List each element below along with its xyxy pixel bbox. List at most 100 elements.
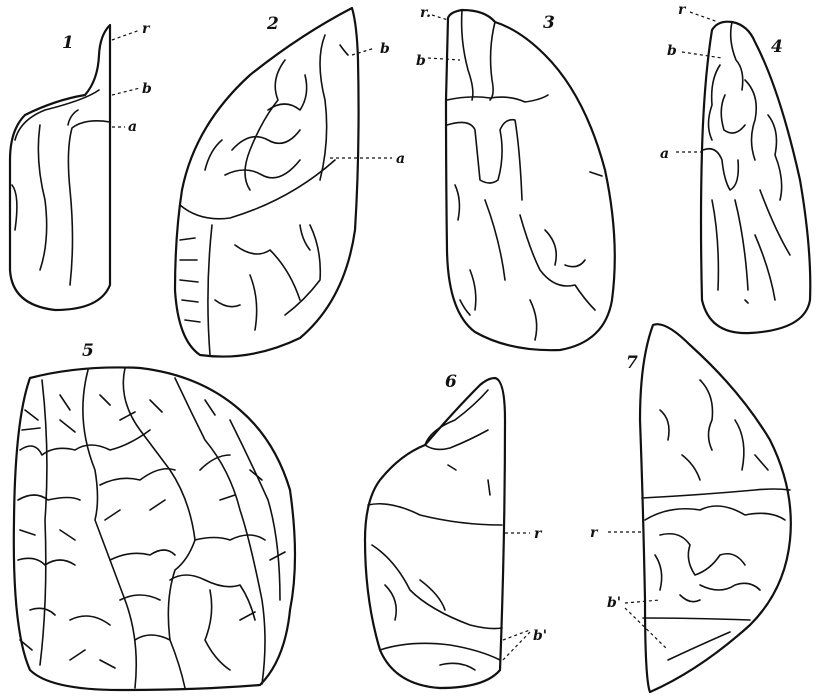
fig4-label-r: r — [678, 2, 687, 18]
fig3-number: 3 — [543, 13, 555, 33]
fig5-groove — [83, 370, 136, 688]
fig2-groove — [180, 238, 200, 322]
fig5-groove — [100, 469, 175, 485]
fig1-groove — [38, 125, 46, 270]
fig6-groove — [372, 545, 502, 629]
fig6-label-b: b' — [533, 628, 547, 644]
fig3-groove — [455, 185, 459, 220]
fig2-outline — [175, 8, 359, 357]
fig4-groove — [755, 235, 775, 300]
fig6-groove — [380, 643, 500, 660]
fig4-groove — [712, 200, 718, 290]
fig7-groove — [668, 632, 730, 660]
fig5-groove — [200, 455, 230, 470]
fig5-groove — [170, 575, 255, 620]
fig6-groove — [448, 465, 456, 470]
fig3-groove — [462, 10, 473, 100]
fig1-label-a: a — [128, 119, 137, 135]
figure-2: 2 b a — [175, 8, 405, 357]
fig4-groove — [721, 95, 745, 133]
fig7-groove — [660, 410, 669, 440]
fig1-groove — [68, 121, 110, 285]
fig3-groove — [470, 270, 476, 310]
fig3-label-r: r. — [420, 5, 431, 21]
fig7-label-r: r — [590, 525, 599, 541]
fig3-groove — [590, 172, 602, 176]
fig2-leader — [352, 48, 375, 55]
fig1-groove — [15, 90, 99, 140]
fig7-groove — [645, 506, 785, 520]
fig7-groove — [643, 618, 750, 620]
figure-1: 1 r b a — [10, 21, 152, 310]
fig7-groove — [682, 455, 700, 480]
fig1-groove — [68, 110, 78, 125]
fig2-groove — [225, 160, 300, 178]
fig5-number: 5 — [82, 341, 94, 361]
fig2-groove — [250, 275, 257, 330]
fig5-groove — [40, 380, 47, 665]
fig4-groove — [703, 149, 738, 190]
fig5-outline — [14, 367, 295, 690]
fig4-groove — [709, 65, 721, 140]
fig4-leader — [682, 52, 722, 58]
fig2-groove — [320, 35, 327, 180]
fig5-groove — [205, 590, 230, 670]
fig4-leader — [690, 12, 718, 22]
fig3-groove — [565, 260, 585, 267]
fig2-groove — [340, 45, 348, 55]
figure-6: 6 r b' — [365, 372, 547, 688]
fig5-groove — [20, 470, 262, 540]
fig6-leader — [503, 630, 530, 660]
fig5-groove — [30, 608, 55, 615]
fig7-outline — [640, 324, 791, 692]
fig5-groove — [135, 635, 170, 640]
fig7-groove — [642, 489, 790, 498]
fig2-groove — [232, 130, 300, 150]
fig7-groove — [660, 534, 745, 575]
figure-3: 3 r. b — [416, 5, 615, 350]
fig6-outline — [365, 378, 505, 688]
fig4-number: 4 — [771, 37, 783, 57]
fig7-groove — [680, 595, 700, 602]
fig2-groove — [205, 140, 222, 170]
fig1-number: 1 — [62, 33, 74, 53]
fig1-leader — [112, 30, 140, 40]
fig7-label-b: b' — [607, 595, 621, 611]
fig4-label-b: b — [667, 43, 677, 59]
fig5-groove — [195, 535, 265, 540]
fig2-label-a: a — [396, 151, 405, 167]
fig7-groove — [735, 420, 744, 470]
fig6-groove — [368, 504, 502, 525]
fig3-groove — [447, 95, 548, 102]
fig2-groove — [180, 160, 335, 219]
fig3-groove — [485, 200, 505, 280]
fig4-groove — [768, 115, 782, 200]
fig5-groove — [18, 495, 80, 500]
fig2-groove — [208, 225, 212, 355]
fig3-groove — [490, 22, 495, 100]
fig1-outline — [10, 25, 110, 310]
fig4-groove — [731, 22, 743, 90]
fig1-leader — [112, 88, 140, 95]
fig3-leader — [432, 15, 448, 20]
fig4-groove — [745, 80, 756, 160]
fig3-leader — [428, 58, 460, 60]
fig6-label-r: r — [534, 526, 543, 542]
figure-5: 5 — [14, 341, 295, 690]
fig7-groove — [700, 380, 713, 450]
figure-4: 4 r b a — [660, 2, 810, 333]
fig3-groove — [530, 300, 537, 340]
fig4-groove — [735, 200, 748, 290]
fig2-number: 2 — [266, 14, 279, 34]
fig7-groove — [655, 555, 662, 590]
fig6-groove — [420, 580, 445, 610]
fig5-groove — [70, 616, 110, 625]
fig6-groove — [440, 663, 475, 670]
fig4-groove — [745, 300, 748, 303]
fig2-groove — [235, 245, 300, 300]
fig3-groove — [545, 230, 556, 265]
fig3-groove — [447, 120, 522, 200]
fig1-label-b: b — [142, 81, 152, 97]
fig6-groove — [385, 585, 396, 620]
